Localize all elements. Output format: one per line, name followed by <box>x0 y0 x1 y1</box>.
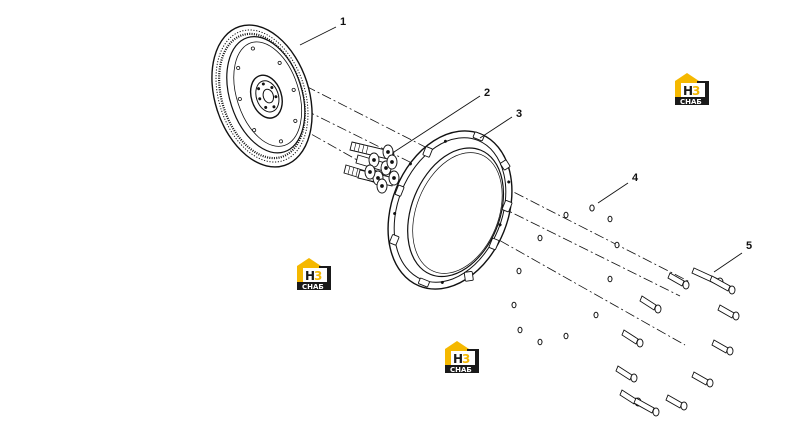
svg-text:СНАБ: СНАБ <box>680 98 702 106</box>
callout-1: 1 <box>340 16 346 28</box>
svg-text:СНАБ: СНАБ <box>450 366 472 374</box>
svg-text:3: 3 <box>692 84 700 98</box>
svg-text:СНАБ: СНАБ <box>302 283 324 291</box>
watermark-logo: H 3 СНАБ <box>675 73 709 106</box>
leader-lines <box>299 26 743 273</box>
housing-ring <box>387 130 513 290</box>
svg-text:H: H <box>453 352 463 366</box>
washers <box>511 204 620 346</box>
watermark-logo: H 3 СНАБ <box>445 341 479 374</box>
watermark-logo: H 3 СНАБ <box>297 258 331 291</box>
callout-labels: 1 2 3 4 5 <box>340 16 752 252</box>
short-bolts <box>615 267 740 417</box>
callout-3: 3 <box>516 108 522 120</box>
svg-text:H: H <box>683 84 693 98</box>
svg-text:H: H <box>305 269 315 283</box>
flywheel <box>211 24 313 168</box>
svg-text:3: 3 <box>314 269 322 283</box>
callout-4: 4 <box>632 172 639 184</box>
callout-2: 2 <box>484 87 490 99</box>
bolt-bundle <box>343 141 400 194</box>
callout-5: 5 <box>746 240 752 252</box>
svg-text:3: 3 <box>462 352 470 366</box>
